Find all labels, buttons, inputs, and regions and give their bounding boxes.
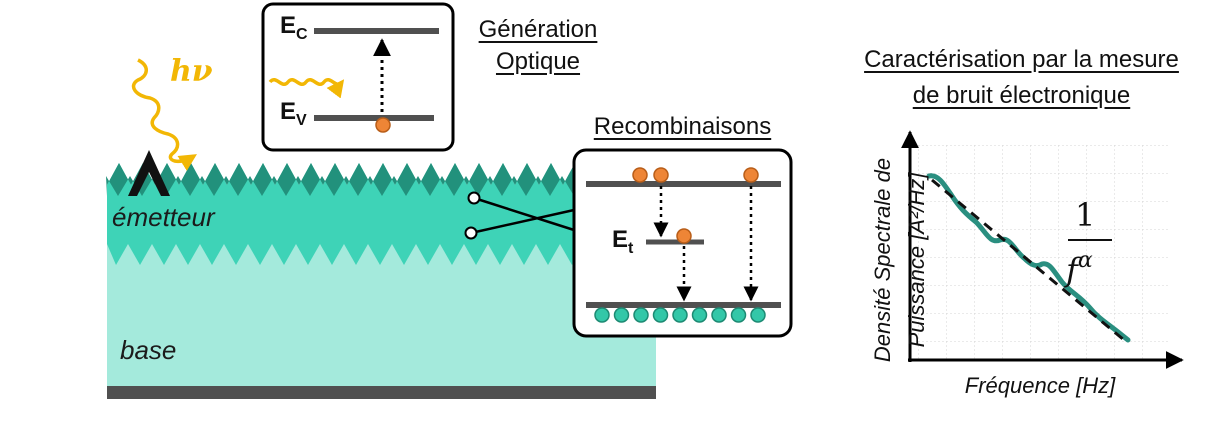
hole-dot [633, 307, 649, 323]
emitter-label: émetteur [112, 202, 215, 232]
hole-dot [711, 307, 727, 323]
electron-dot [632, 167, 648, 183]
photon-wave [131, 58, 197, 171]
noise-plot [901, 130, 1184, 369]
et-label: Et [612, 226, 633, 258]
generation-title: Génération Optique [440, 14, 636, 78]
hole-dot [613, 307, 630, 323]
generation-title-line1: Génération [478, 16, 598, 43]
et-sub: t [628, 240, 634, 257]
plot-grid [918, 145, 1168, 360]
characterization-title-line2: de bruit électronique [912, 82, 1131, 109]
characterization-title: Caractérisation par la mesure de bruit é… [824, 42, 1219, 114]
hole-dot [691, 307, 708, 323]
electron-dot [676, 228, 692, 244]
ec-label: EC [280, 12, 308, 44]
hole-dot [652, 307, 669, 323]
fraction-base: f [1066, 251, 1078, 289]
recombination-inset [572, 148, 793, 338]
generation-title-line2: Optique [495, 48, 581, 75]
hole-dot [730, 307, 747, 323]
inset-photon-wave [268, 78, 345, 99]
y-axis-label-line1: Densité Spectrale de [870, 157, 895, 363]
hole-dot [594, 307, 610, 323]
photon-energy-label: hν [170, 54, 213, 89]
emitter-layer [107, 163, 656, 265]
electrons [632, 167, 759, 244]
solar-cell [106, 150, 656, 399]
emitter-textured-top [106, 163, 575, 196]
fraction-denominator: fα [1066, 248, 1093, 289]
ec-sub: C [296, 26, 308, 43]
electron-dot [743, 167, 759, 183]
ev-sub: V [296, 112, 307, 129]
y-axis-label-line2: Puissance [A²/Hz] [904, 172, 929, 348]
ev-label: EV [280, 98, 307, 130]
base-label: base [120, 335, 177, 365]
ev-main: E [280, 98, 297, 125]
x-axis-label: Fréquence [Hz] [964, 373, 1116, 398]
y-axis-label: Densité Spectrale de Puissance [A²/Hz] [866, 130, 934, 390]
fit-line [931, 178, 1125, 342]
base-layer [107, 244, 656, 388]
et-main: E [612, 226, 629, 253]
hole-dot [750, 307, 766, 323]
electron-dot [375, 117, 391, 133]
holes [594, 307, 766, 323]
inset-connector [464, 191, 575, 240]
hole-dot [672, 307, 688, 323]
recombination-title: Recombinaisons [593, 113, 772, 140]
front-contact-finger [128, 150, 170, 196]
electron-dot [653, 167, 669, 183]
back-contact [107, 386, 656, 399]
fraction-numerator: 1 [1075, 196, 1096, 234]
generation-inset [261, 2, 455, 152]
characterization-title-line1: Caractérisation par la mesure [864, 46, 1179, 73]
ec-main: E [280, 12, 297, 39]
fraction-exponent: α [1077, 248, 1093, 273]
